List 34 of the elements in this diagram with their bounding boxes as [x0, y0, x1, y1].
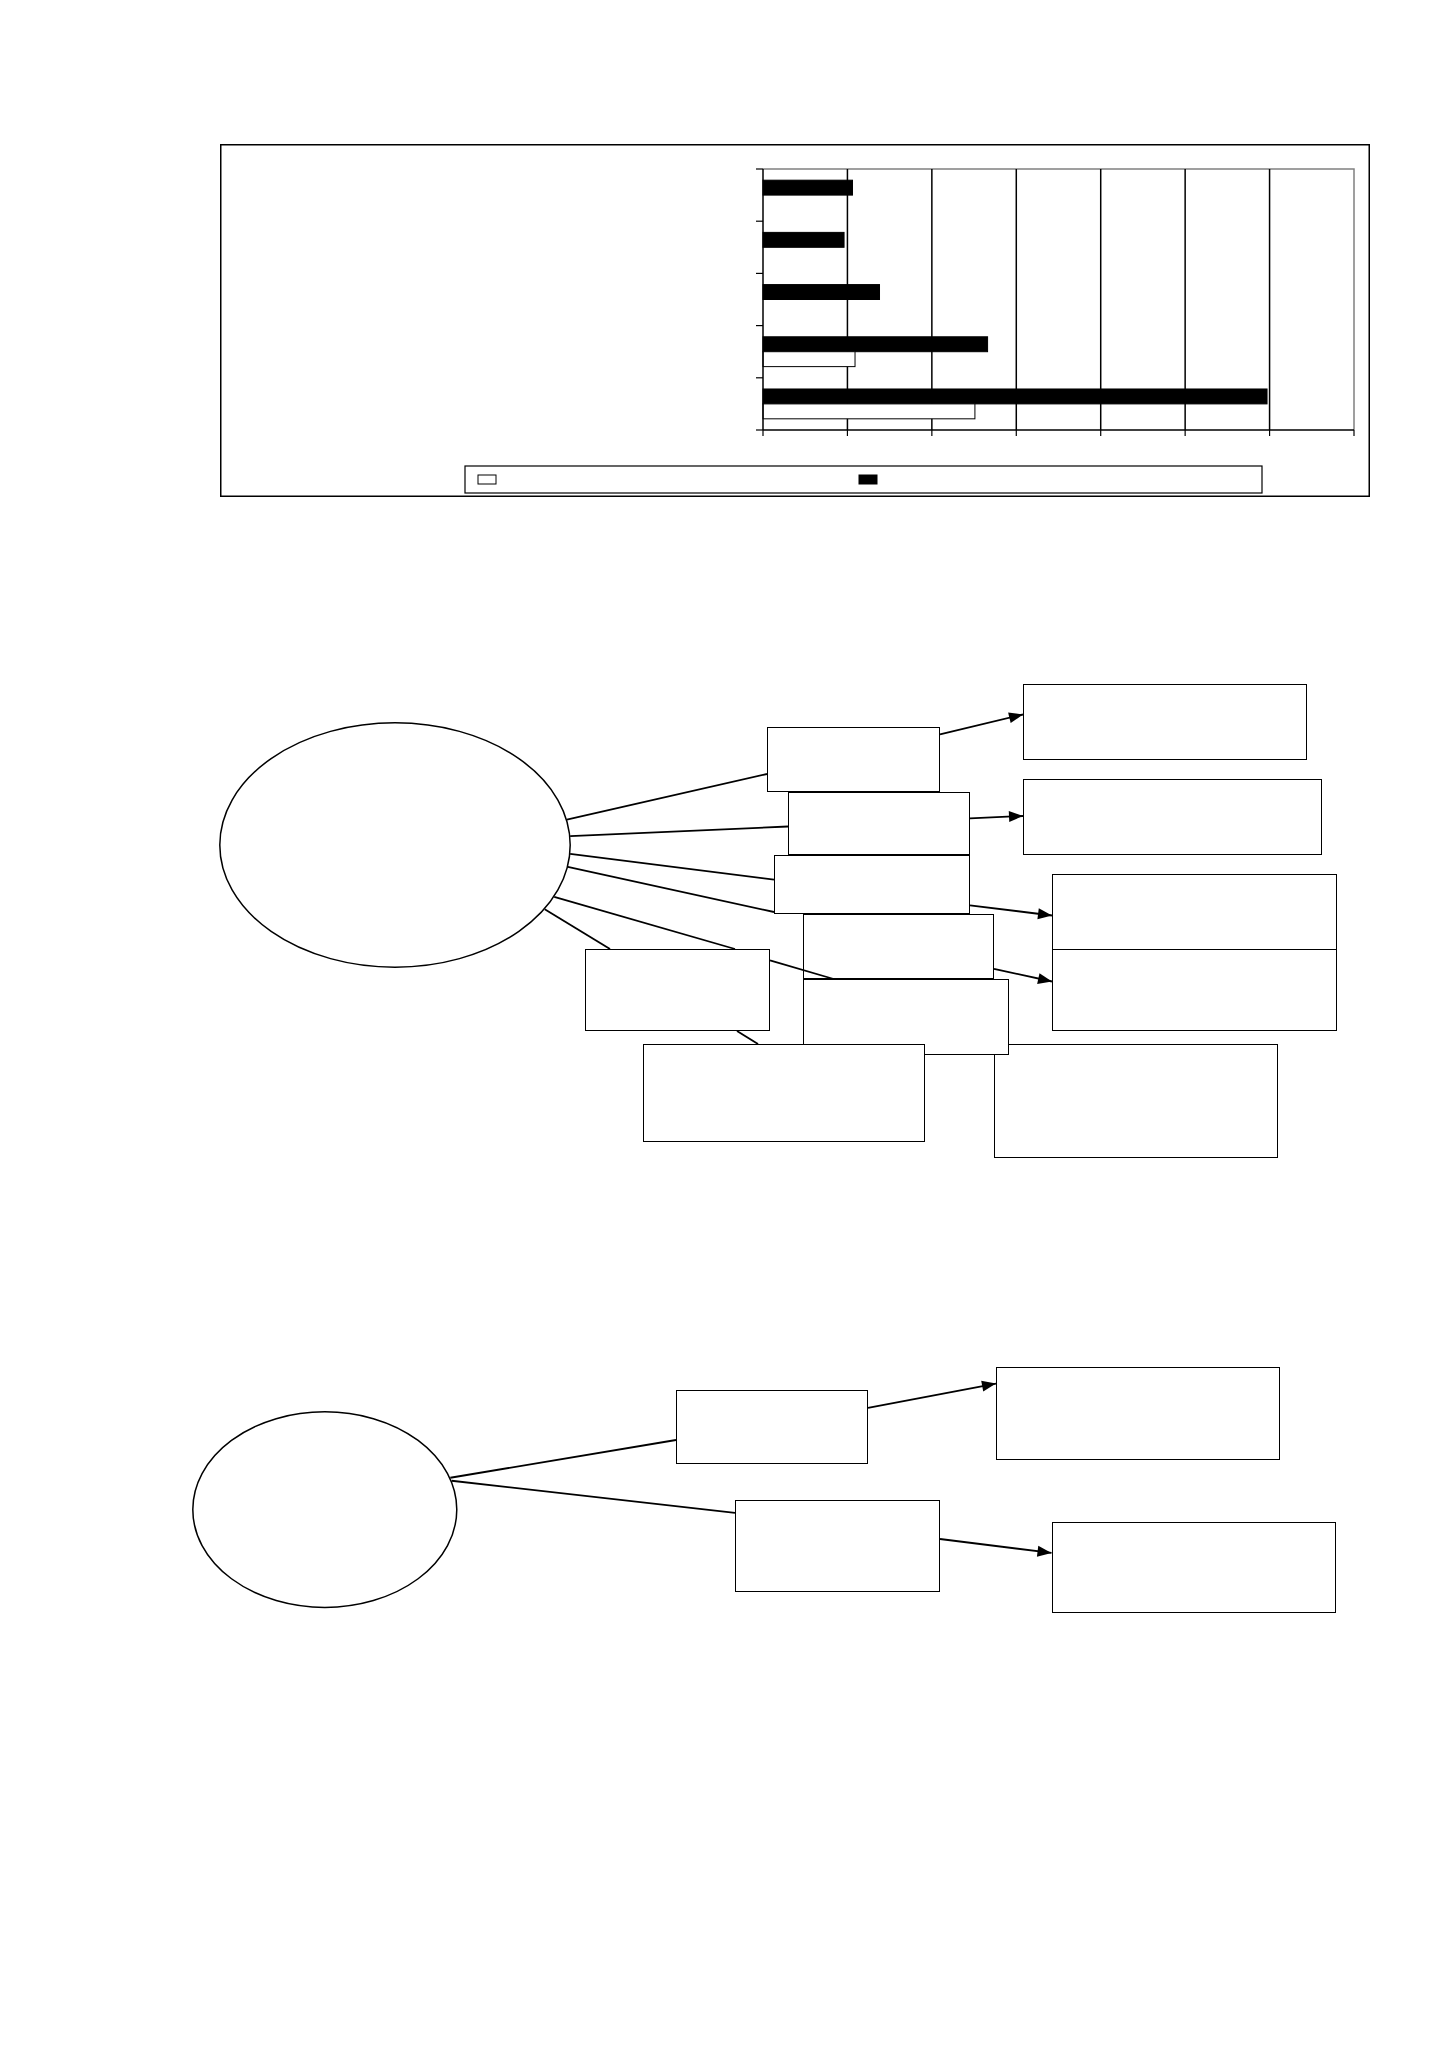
arrow — [939, 1538, 1053, 1557]
empty-ellipse — [218, 722, 571, 968]
empty-box — [643, 1044, 925, 1142]
connector-line — [543, 908, 611, 950]
empty-box — [585, 949, 770, 1031]
connector-line — [565, 773, 768, 821]
empty-box — [803, 979, 1009, 1055]
arrow — [969, 904, 1053, 920]
empty-box — [1051, 1522, 1336, 1613]
connector-line — [736, 1030, 759, 1045]
empty-box — [1023, 684, 1307, 760]
empty-box — [735, 1500, 940, 1592]
empty-box — [996, 1367, 1280, 1460]
empty-box — [676, 1390, 868, 1464]
arrow — [867, 1380, 997, 1409]
arrow — [993, 967, 1053, 984]
empty-box — [767, 727, 940, 792]
connector-line — [769, 959, 835, 980]
empty-box — [803, 914, 994, 979]
empty-ellipse — [192, 1411, 458, 1609]
connector-line — [569, 852, 775, 881]
connector-line — [569, 825, 789, 838]
arrow — [969, 811, 1024, 823]
connector-line — [566, 866, 775, 913]
connector-line — [450, 1479, 736, 1514]
empty-box — [774, 855, 970, 914]
connector-line — [449, 1439, 677, 1479]
empty-box — [994, 1044, 1278, 1158]
empty-box — [1052, 873, 1337, 950]
arrow — [939, 712, 1024, 736]
empty-box — [1052, 948, 1337, 1031]
connector-line — [553, 895, 736, 950]
empty-box — [1023, 779, 1322, 855]
empty-box — [788, 792, 970, 855]
